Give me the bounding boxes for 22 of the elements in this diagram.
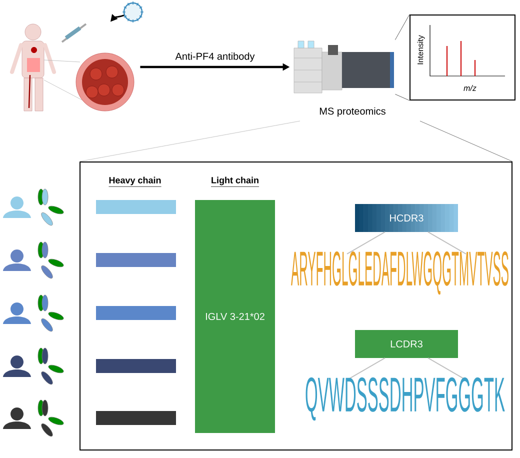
spectrum-plot: Intensity m/z <box>410 14 516 100</box>
node-label: HCDR3 <box>390 214 424 222</box>
zoom-line <box>394 14 410 40</box>
heavy-chain-bar <box>96 253 176 267</box>
cdr-box: LCDR3 <box>355 330 458 358</box>
heavy-chain-bar <box>96 359 176 373</box>
light-chain-box: IGLV 3-21*02 <box>195 200 275 433</box>
zoom-line <box>394 94 410 101</box>
patient-drawing <box>10 23 134 112</box>
cdr-box: HCDR3 <box>355 204 458 232</box>
heavy-chain-bar <box>96 411 176 425</box>
heavy-chain-bar <box>96 306 176 320</box>
edge-label: Anti-PF4 antibody <box>174 51 256 63</box>
column-heading: Heavy chain <box>108 176 162 187</box>
panel-box <box>80 162 512 450</box>
instrument-drawing <box>294 40 394 94</box>
node-caption: MS proteomics <box>320 107 386 117</box>
column-heading: Light chain <box>210 176 260 187</box>
amino-acid-sequence: ARYFHGLGLEDAFDLWGQGTMVTVSS <box>291 251 508 295</box>
virus-icon <box>122 1 144 23</box>
amino-acid-sequence: QVWDSSSDHPVFGGGTK <box>306 377 505 421</box>
heavy-chain-bar <box>96 200 176 214</box>
